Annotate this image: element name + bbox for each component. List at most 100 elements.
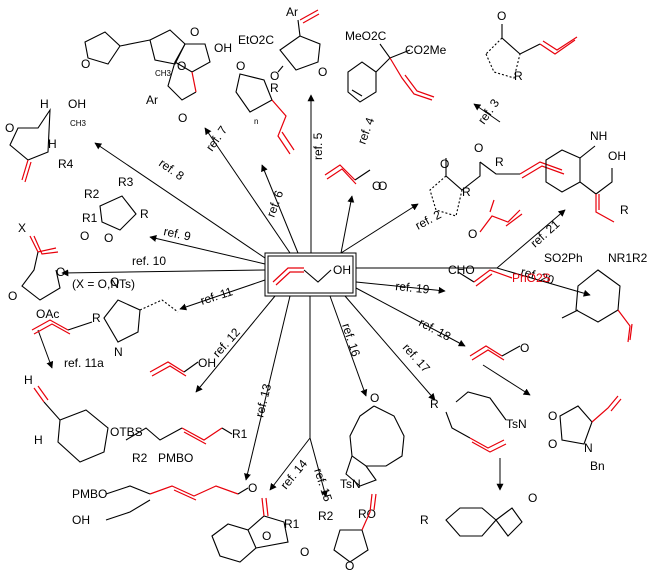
product-ref15-thf: R2 RO O O	[300, 493, 377, 572]
svg-text:O: O	[370, 391, 379, 405]
svg-text:R: R	[620, 203, 629, 217]
svg-text:O: O	[440, 157, 449, 171]
svg-text:R2: R2	[84, 187, 100, 201]
svg-text:TsN: TsN	[506, 417, 527, 431]
svg-text:O: O	[378, 179, 387, 193]
ref-label: ref. 8	[156, 156, 187, 183]
product-ref2-diene: O	[468, 199, 523, 241]
arrow-ref13	[244, 295, 291, 481]
ref-label: ref. 9	[162, 224, 192, 243]
ref-label: ref. 15	[311, 467, 335, 504]
arrow-ref14	[269, 437, 311, 491]
svg-text:O: O	[345, 559, 354, 572]
svg-text:H: H	[34, 433, 43, 447]
ref-labels: ref. 2 ref. 3 ref. 4 ref. 5 ref. 6 ref. …	[64, 96, 563, 504]
product-ref5-lactone: Ar EtO2C O O	[238, 5, 327, 83]
svg-text:CH3: CH3	[70, 119, 87, 128]
svg-text:O: O	[372, 179, 381, 193]
arrow-ref10	[61, 269, 266, 277]
ref-label: ref. 5	[311, 132, 325, 160]
svg-text:H: H	[24, 373, 33, 387]
svg-text:PMBO: PMBO	[72, 487, 107, 501]
svg-text:O: O	[56, 265, 65, 279]
svg-text:O: O	[177, 59, 186, 73]
svg-text:OAc: OAc	[36, 307, 59, 321]
svg-text:PhO2S: PhO2S	[512, 271, 551, 285]
svg-text:O: O	[548, 437, 557, 451]
svg-text:RO: RO	[358, 507, 376, 521]
ref-label: ref. 11a	[64, 356, 104, 370]
svg-text:R3: R3	[118, 175, 134, 189]
ref-label: ref. 21	[528, 217, 563, 250]
svg-text:R: R	[420, 513, 429, 527]
arrow-ref17	[344, 295, 436, 401]
arrow-ref20	[496, 267, 591, 297]
arrow-ref11a	[37, 329, 54, 369]
product-ref10-carbonate: X O O OAc	[8, 221, 65, 321]
svg-text:O: O	[110, 275, 119, 289]
center-oh-label: OH	[333, 263, 351, 277]
svg-text:NR1R2: NR1R2	[608, 251, 648, 265]
svg-text:EtO2C: EtO2C	[238, 33, 274, 47]
svg-text:R: R	[92, 311, 101, 325]
svg-text:R: R	[514, 69, 523, 83]
svg-text:R2: R2	[318, 509, 334, 523]
svg-text:O: O	[468, 227, 477, 241]
svg-text:CH3: CH3	[155, 69, 172, 78]
product-ref19-enal: CHO PhO2S	[448, 263, 551, 287]
product-ref8-polyether: O O H OH CH3 CH3 O H R4	[5, 29, 186, 183]
svg-text:O: O	[497, 9, 506, 23]
ref-label: ref. 4	[355, 115, 378, 146]
product-ref14-bridged: O R1	[211, 497, 300, 563]
svg-text:O: O	[8, 289, 17, 303]
svg-text:H: H	[48, 137, 57, 151]
ref-label: ref. 3	[475, 96, 502, 127]
svg-text:PMBO: PMBO	[158, 451, 193, 465]
product-ref4-diester: MeO2C CO2Me	[345, 29, 447, 103]
svg-text:R: R	[430, 397, 439, 411]
arrow-ref3	[473, 103, 501, 123]
svg-text:O: O	[270, 69, 279, 83]
svg-text:O: O	[81, 57, 90, 71]
svg-text:TsN: TsN	[340, 477, 361, 491]
arrow-ref7	[204, 127, 291, 254]
svg-text:Bn: Bn	[590, 459, 605, 473]
svg-text:O: O	[236, 59, 245, 73]
svg-text:R: R	[270, 81, 279, 95]
svg-text:R1: R1	[232, 427, 248, 441]
svg-text:O: O	[5, 121, 14, 135]
product-ref9-butenolide: R3 R2 R1 O O R	[80, 175, 149, 245]
product-ref2-dienone: O O R R O	[324, 141, 565, 217]
svg-text:R1: R1	[284, 517, 300, 531]
product-ref11-phthalimide: O N R	[31, 275, 179, 359]
arrow-ref8	[94, 142, 266, 259]
arrow-ref12	[195, 295, 276, 393]
svg-text:H: H	[40, 97, 49, 111]
ref-label: ref. 18	[417, 315, 454, 343]
svg-text:NH: NH	[590, 129, 607, 143]
product-ref20-sulfone: SO2Ph NR1R2	[544, 251, 648, 343]
svg-text:n: n	[254, 117, 258, 126]
svg-text:O: O	[104, 231, 113, 245]
ref-label: (X = O,NTs)	[72, 277, 135, 291]
svg-text:OH: OH	[68, 97, 86, 111]
svg-text:N: N	[114, 345, 123, 359]
svg-text:CO2Me: CO2Me	[405, 43, 447, 57]
ref-label: ref. 6	[264, 188, 287, 219]
svg-text:X: X	[18, 221, 26, 235]
product-ref18-lactam: O O N Bn	[548, 395, 622, 473]
arrow-ref6	[261, 164, 299, 254]
ref-label: ref. 13	[252, 382, 274, 419]
center-compound-box: OH	[264, 252, 357, 297]
arrow-ref19	[355, 281, 446, 294]
svg-text:Ar: Ar	[146, 93, 158, 107]
ref-label: ref. 10	[132, 254, 166, 268]
svg-text:SO2Ph: SO2Ph	[544, 251, 583, 265]
product-ref17-enyne: R TsN R O	[420, 391, 537, 537]
svg-text:O: O	[248, 481, 257, 495]
svg-text:O: O	[178, 111, 187, 125]
arrow-ref21	[496, 209, 566, 269]
svg-text:O: O	[262, 529, 271, 543]
product-ref13-pmbo: PMBO OH O	[72, 481, 257, 527]
